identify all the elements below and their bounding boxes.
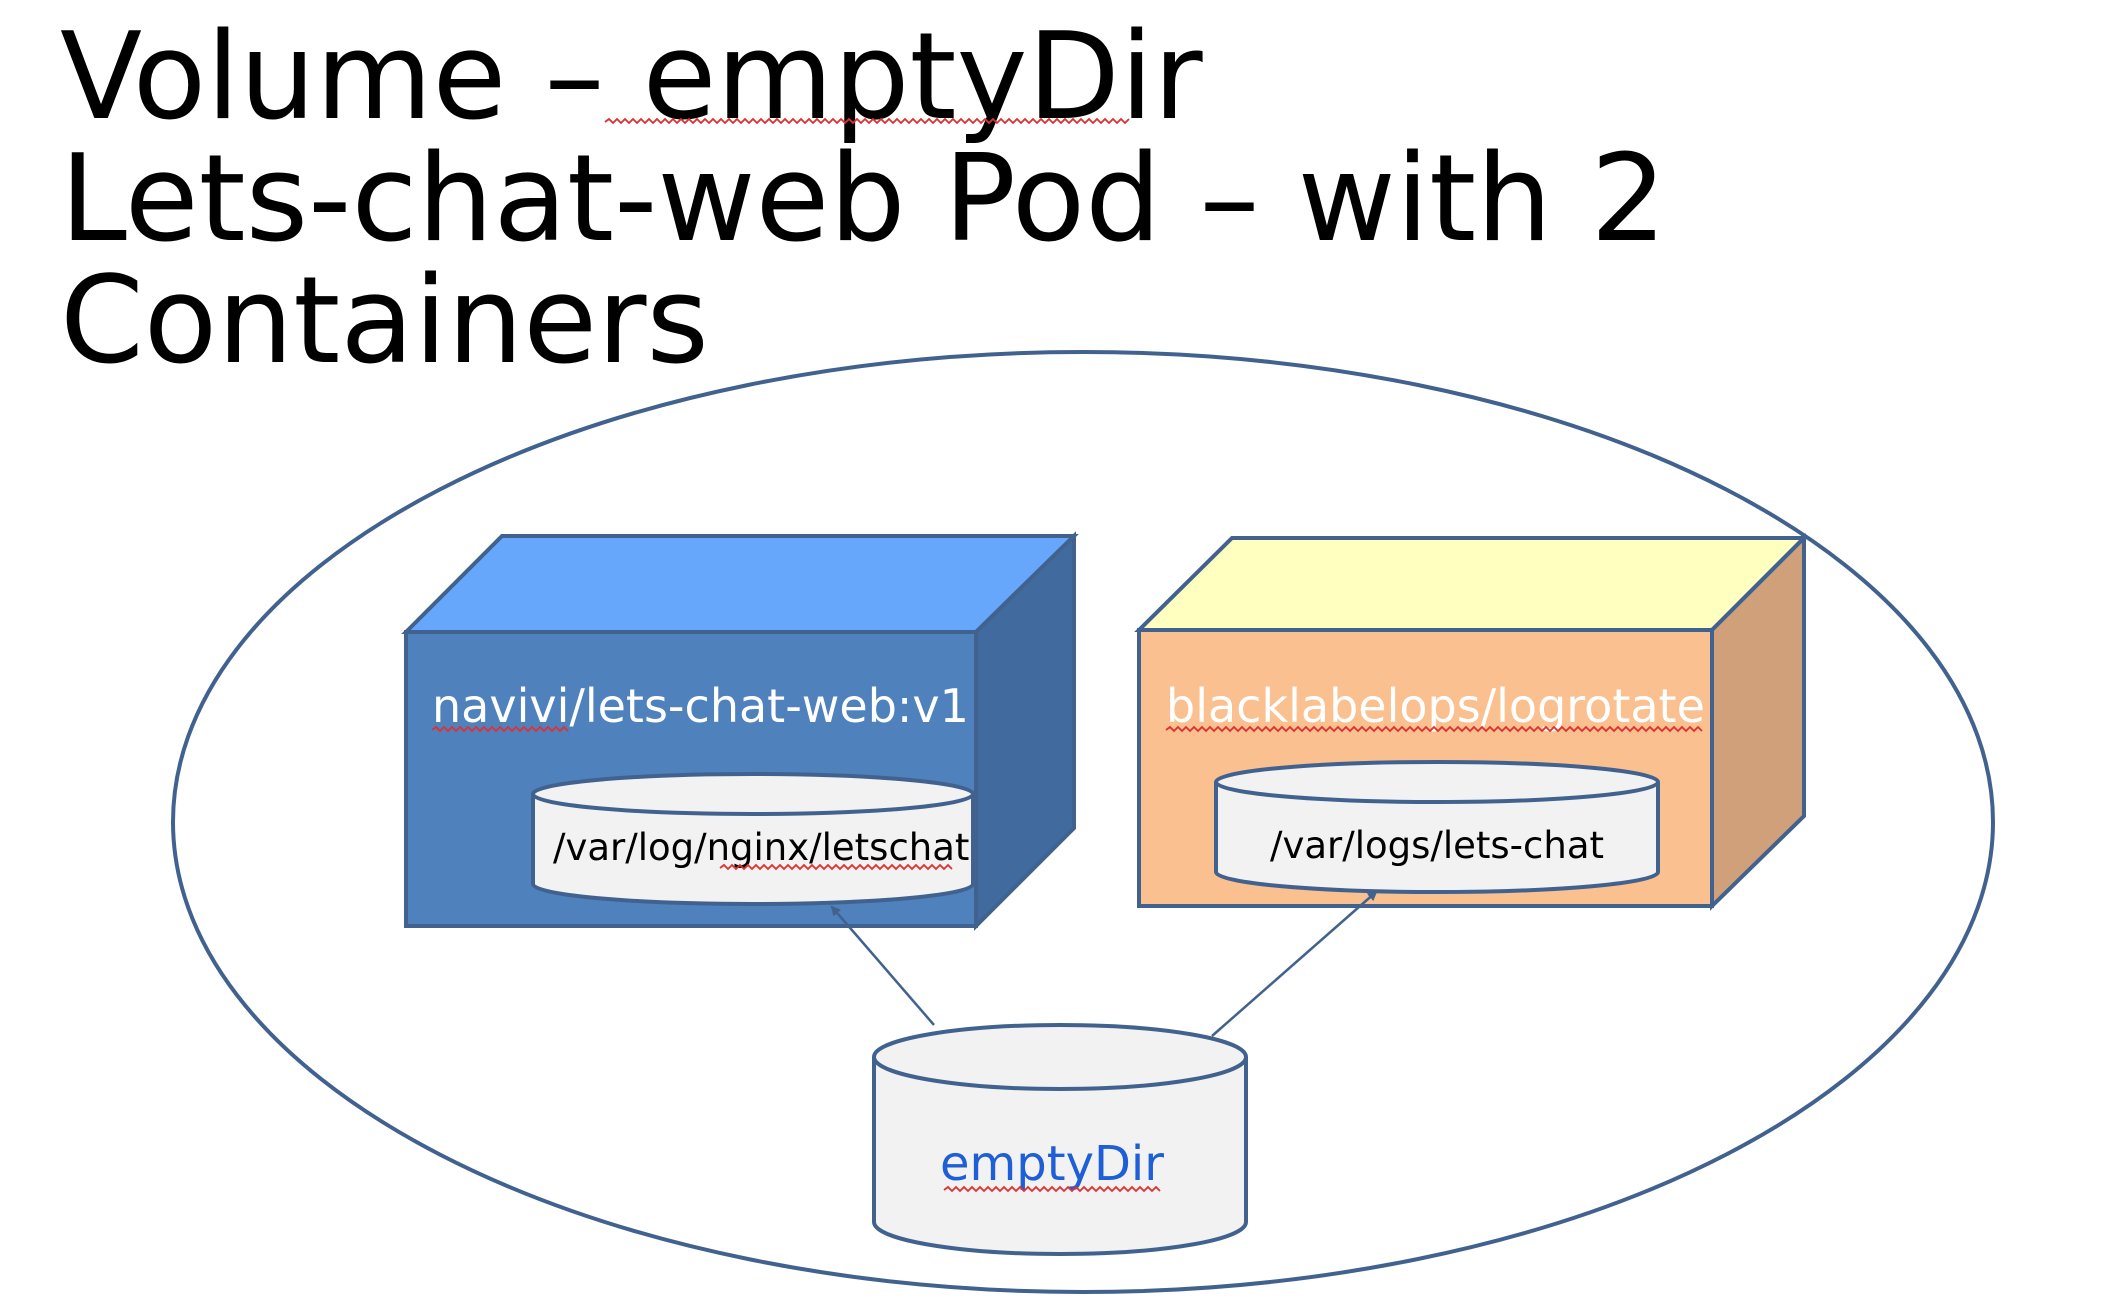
slide-title: Volume – emptyDir Lets-chat-web Pod – wi… bbox=[60, 8, 1667, 391]
container-1-image-label: navivi/lets-chat-web:v1 bbox=[432, 679, 969, 733]
arrow-emptydir-to-mount-1 bbox=[830, 905, 935, 1026]
title-line-2: Lets-chat-web Pod – with 2 bbox=[60, 130, 1667, 269]
container-1-top-face bbox=[401, 534, 1079, 634]
spellcheck-underline bbox=[719, 863, 953, 871]
arrow-emptydir-to-mount-2 bbox=[1211, 890, 1378, 1037]
emptydir-label: emptyDir bbox=[940, 1136, 1164, 1192]
spellcheck-underline bbox=[943, 1185, 1161, 1193]
container-box-logrotate: blacklabelops/logrotate /var/logs/lets-c… bbox=[1134, 533, 1809, 911]
pod-ellipse bbox=[171, 350, 1995, 1294]
container-box-lets-chat-web: navivi/lets-chat-web:v1 /var/log/nginx/l… bbox=[401, 531, 1079, 931]
container-2-mount-cylinder: /var/logs/lets-chat bbox=[1214, 760, 1660, 894]
title-line-1: Volume – emptyDir bbox=[60, 8, 1203, 147]
container-1-mount-cylinder: /var/log/nginx/letschat bbox=[531, 772, 975, 906]
container-2-top-face bbox=[1134, 536, 1809, 632]
title-line-3: Containers bbox=[60, 252, 709, 391]
container-2-image-label: blacklabelops/logrotate bbox=[1166, 679, 1705, 733]
container-1-mount-path: /var/log/nginx/letschat bbox=[553, 826, 969, 869]
emptydir-volume-cylinder: emptyDir bbox=[872, 1023, 1248, 1256]
spellcheck-underline bbox=[604, 117, 1130, 125]
container-2-mount-path: /var/logs/lets-chat bbox=[1270, 824, 1604, 867]
spellcheck-underline bbox=[431, 725, 569, 733]
spellcheck-underline bbox=[1165, 725, 1703, 733]
